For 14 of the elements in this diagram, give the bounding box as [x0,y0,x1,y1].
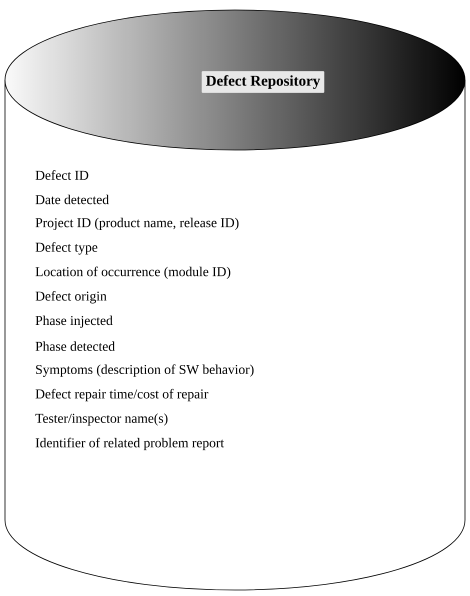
field-label: Tester/inspector name(s) [35,413,168,426]
field-label: Phase injected [36,316,113,328]
field-label: Defect origin [36,291,107,304]
field-label: Identifier of related problem report [36,438,224,450]
field-label: Defect type [36,242,98,255]
field-label: Defect repair time/cost of repair [36,388,208,402]
field-label: Phase detected [36,341,115,351]
title-label: Defect Repository [202,71,324,93]
field-label: Defect ID [36,170,88,180]
field-label: Symptoms (description of SW behavior) [36,364,254,377]
database-cylinder [4,10,466,590]
field-label: Project ID (product name, release ID) [36,218,239,230]
field-label: Location of occurrence (module ID) [36,266,230,279]
field-label: Date detected [36,194,109,204]
